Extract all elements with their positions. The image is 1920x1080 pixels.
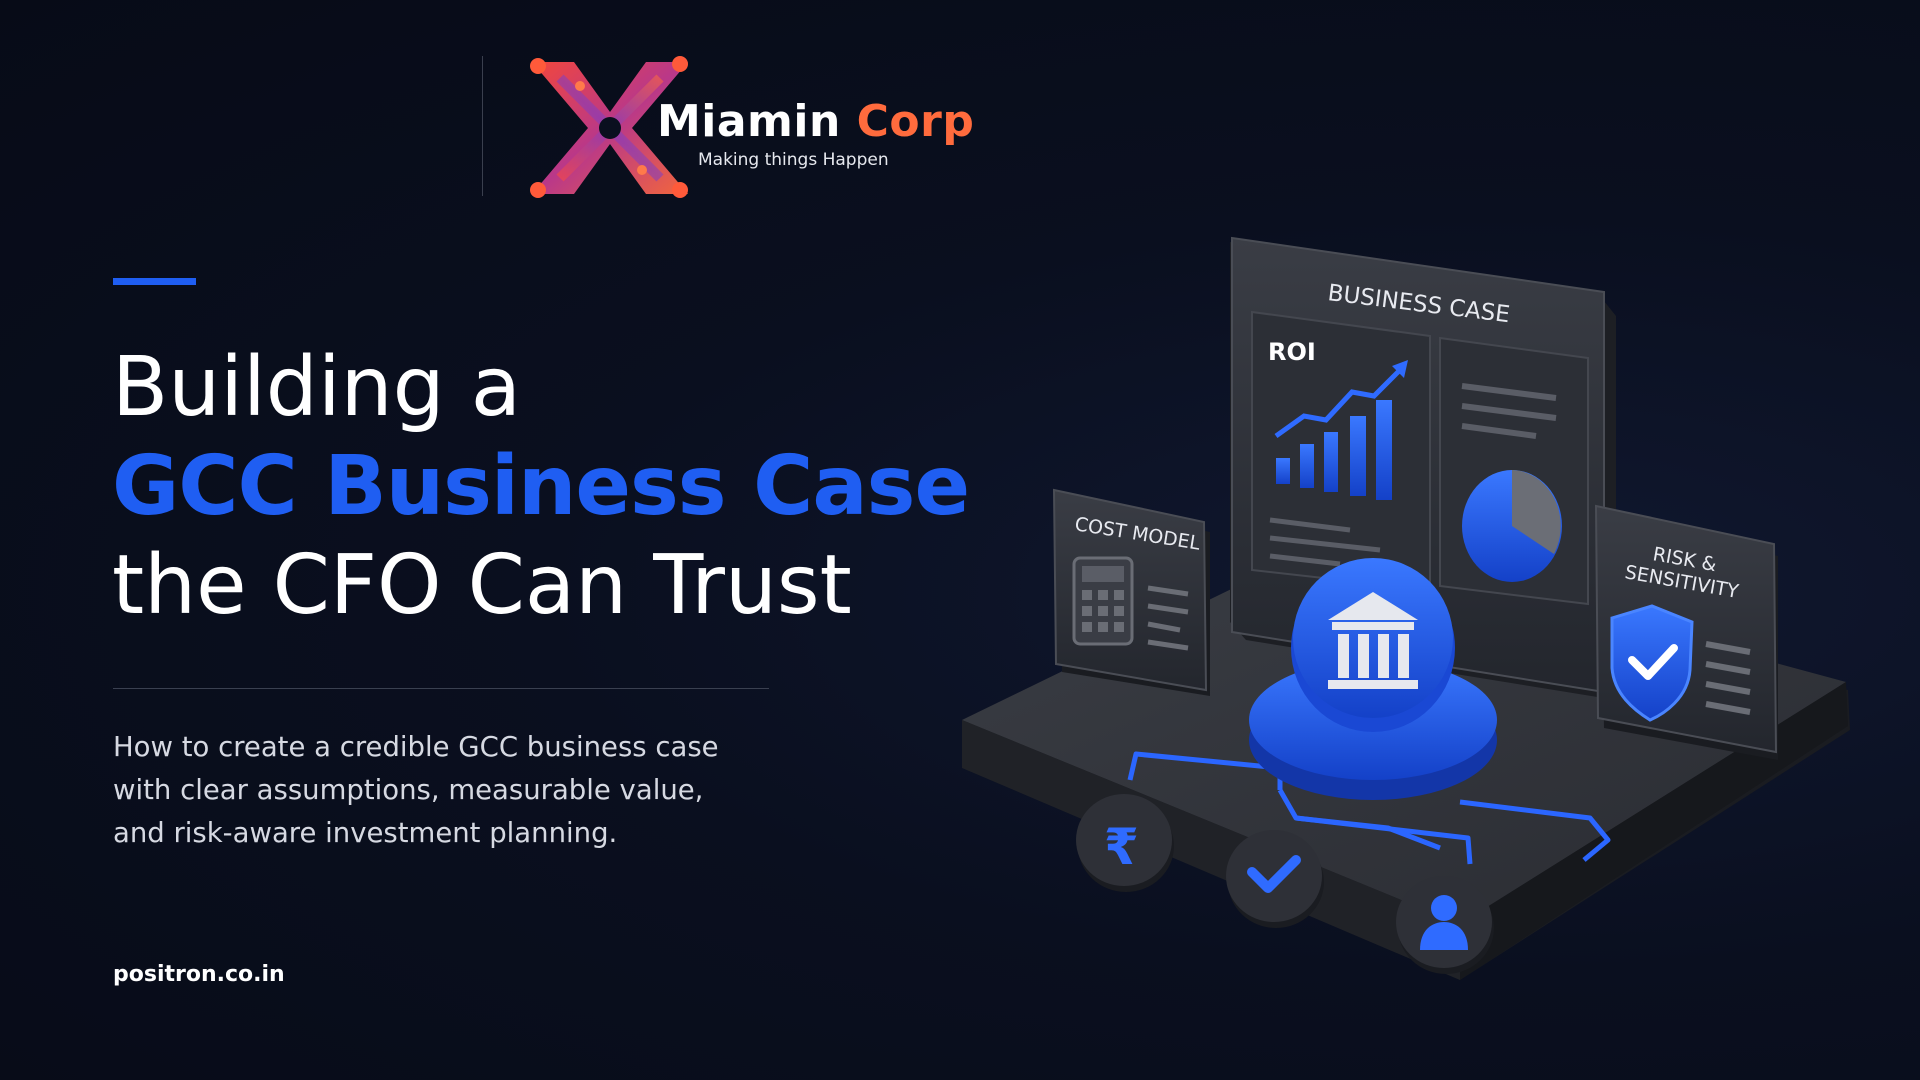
title-line-2-highlight: GCC Business Case [112,439,970,535]
pie-chart-icon [1462,470,1562,582]
title-line-3: the CFO Can Trust [112,538,852,634]
check-disc [1226,830,1324,928]
title-line-1: Building a [112,340,521,435]
check-icon [1247,855,1301,893]
subtitle-line-1: How to create a credible GCC business ca… [113,731,719,763]
brand-tagline: Making things Happen [698,150,889,170]
website-url[interactable]: positron.co.in [113,962,285,987]
user-icon [1420,895,1468,950]
brand-name: Miamin Corp [657,96,974,147]
subtitle-line-2: with clear assumptions, measurable value… [113,774,704,806]
brand-name-secondary: Corp [856,96,975,147]
business-case-illustration: BUSINESS CASE ROI COST MODEL [962,236,1850,980]
subtitle: How to create a credible GCC business ca… [113,726,719,855]
roi-label: ROI [1268,338,1316,366]
cost-model-panel: COST MODEL [1052,488,1210,696]
bank-pedestal [1249,558,1497,800]
divider-rule [113,688,769,689]
rupee-disc: ₹ [1076,794,1174,892]
user-disc [1396,876,1494,974]
rupee-icon: ₹ [1104,818,1139,876]
bank-icon [1328,592,1418,689]
brand-name-primary: Miamin [657,96,841,147]
accent-bar [113,278,196,285]
shield-icon [1610,604,1694,722]
bar-chart-icon [1274,360,1408,500]
logo-divider [482,56,483,196]
risk-sensitivity-panel: RISK & SENSITIVITY [1594,504,1778,760]
subtitle-line-3: and risk-aware investment planning. [113,817,618,849]
x-network-logo-icon [530,56,688,198]
calculator-icon [1072,556,1134,646]
page-title: Building a GCC Business Case the CFO Can… [112,338,970,636]
